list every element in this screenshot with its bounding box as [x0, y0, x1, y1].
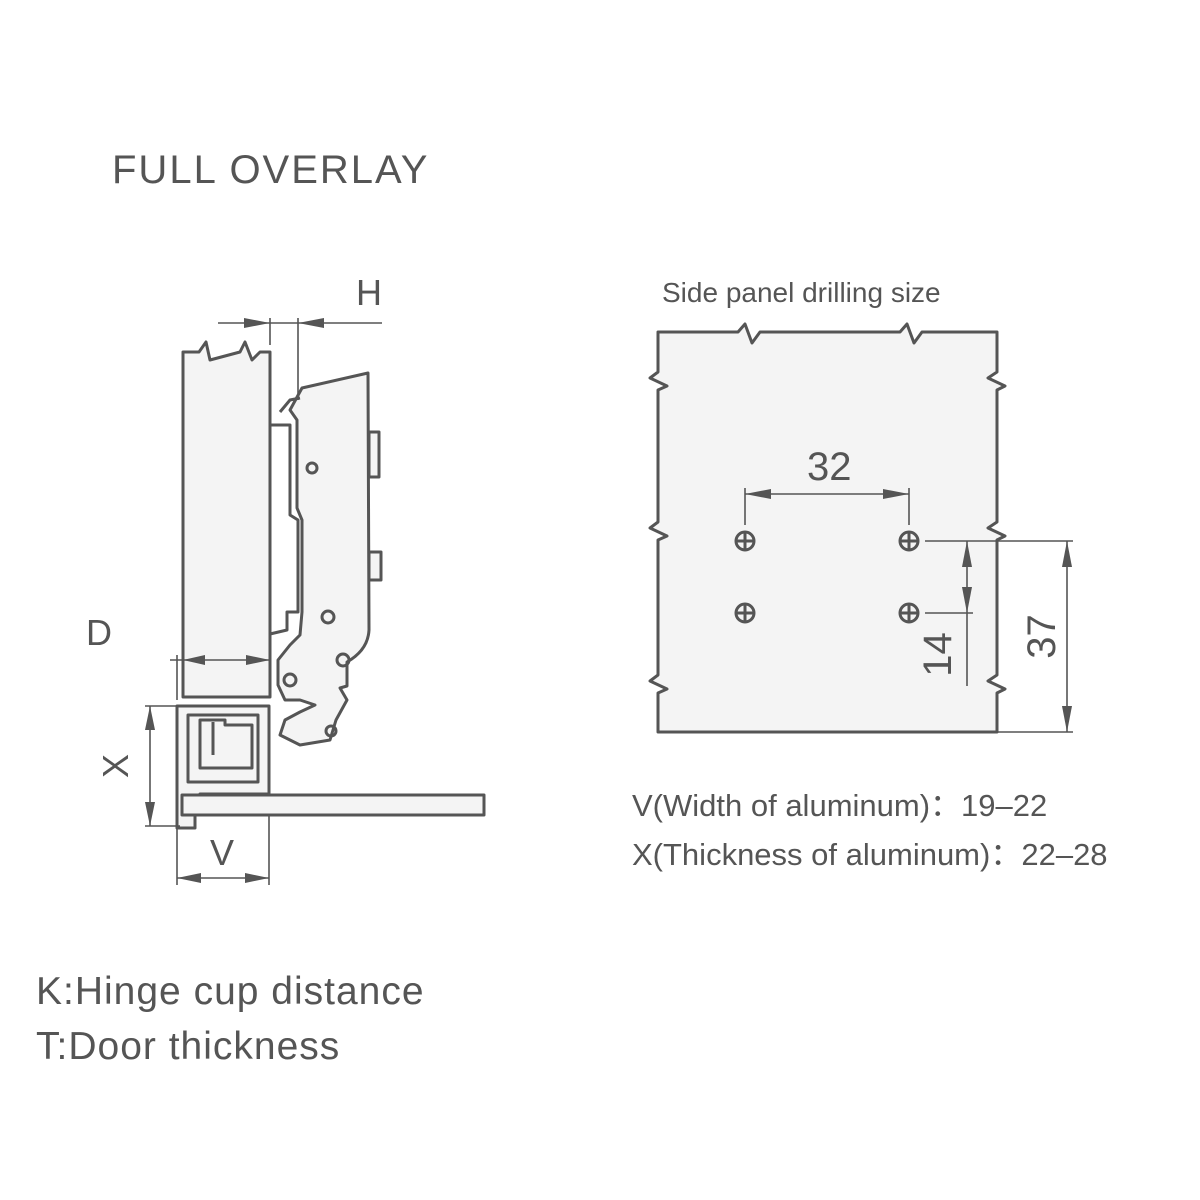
- rivet: [324, 724, 338, 738]
- drill-hole: [898, 602, 920, 624]
- mounting-plate: [269, 423, 300, 636]
- frame-insert: [198, 718, 254, 770]
- rivet: [335, 652, 351, 668]
- glass-panel: [180, 793, 486, 817]
- hinge-arm: [276, 371, 371, 747]
- door-panel: [181, 340, 272, 699]
- dim-14: 14: [915, 632, 960, 677]
- rivet: [305, 461, 319, 475]
- spec-label: V(Width of aluminum)：: [632, 788, 962, 823]
- page-title: FULL OVERLAY: [112, 148, 430, 192]
- dim-label-h: H: [356, 272, 382, 313]
- spec-line-thickness: X(Thickness of aluminum)：22–28: [632, 829, 1108, 874]
- drill-hole: [734, 602, 756, 624]
- side-panel: [648, 322, 1007, 734]
- legend-k: K:Hinge cup distance: [36, 970, 425, 1013]
- adjust-tab-top: [367, 430, 381, 479]
- frame-inner: [186, 713, 260, 784]
- hinge-cap: [278, 396, 301, 413]
- spec-label: X(Thickness of aluminum)：: [632, 837, 1022, 872]
- dim-37: 37: [1019, 614, 1064, 659]
- legend-t: T:Door thickness: [36, 1025, 341, 1068]
- drill-hole: [734, 530, 756, 552]
- drilling-title: Side panel drilling size: [662, 277, 941, 308]
- spec-value: 22–28: [1021, 837, 1108, 872]
- drill-hole: [898, 530, 920, 552]
- spec-value: 19–22: [961, 788, 1048, 823]
- adjust-screw: [367, 550, 383, 582]
- dim-label-v: V: [210, 832, 235, 873]
- rivet: [282, 672, 298, 688]
- spec-line-width: V(Width of aluminum)：19–22: [632, 780, 1047, 825]
- dim-label-d: D: [86, 612, 112, 653]
- rivet: [320, 609, 336, 625]
- dim-32: 32: [807, 445, 852, 489]
